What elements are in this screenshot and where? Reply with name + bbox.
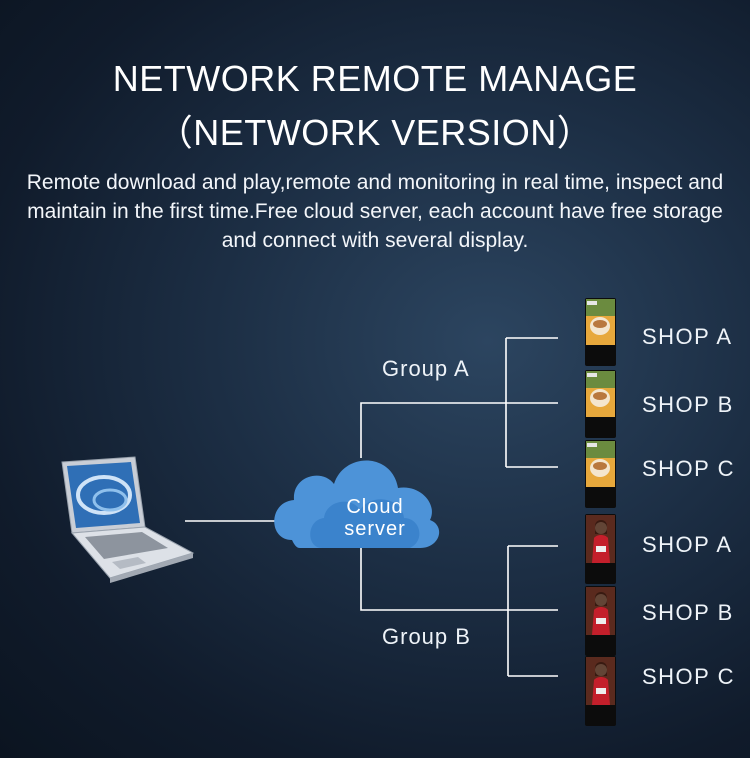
cloud-icon [274, 460, 440, 548]
group-a-label: Group A [382, 356, 470, 381]
group-b-trunk [360, 548, 508, 611]
cloud-label-line-1: Cloud [346, 496, 404, 518]
group-b-shop-c-label: SHOP C [642, 664, 735, 689]
description: Remote download and play,remote and moni… [26, 171, 724, 252]
kiosk-display-icon [585, 656, 616, 726]
laptop-icon [61, 456, 195, 583]
group-a-shop-c-label: SHOP C [642, 456, 735, 481]
kiosk-display-icon [585, 440, 616, 508]
group-b-shop-a-label: SHOP A [642, 532, 733, 557]
kiosk-display-icon [585, 586, 616, 656]
kiosk-display-icon [585, 514, 616, 584]
kiosk-display-icon [585, 298, 616, 366]
group-b-shop-b-label: SHOP B [642, 600, 734, 625]
title-line-1: NETWORK REMOTE MANAGE [112, 58, 638, 99]
kiosk-display-icon [585, 370, 616, 438]
group-a-trunk [360, 402, 506, 458]
group-b-label: Group B [382, 624, 471, 649]
group-a-shop-a-label: SHOP A [642, 324, 733, 349]
group-a-shop-b-label: SHOP B [642, 392, 734, 417]
cloud-server-label: Cloud server [330, 496, 420, 540]
cloud-label-line-2: server [344, 518, 406, 540]
title-line-2: （NETWORK VERSION） [156, 112, 594, 153]
